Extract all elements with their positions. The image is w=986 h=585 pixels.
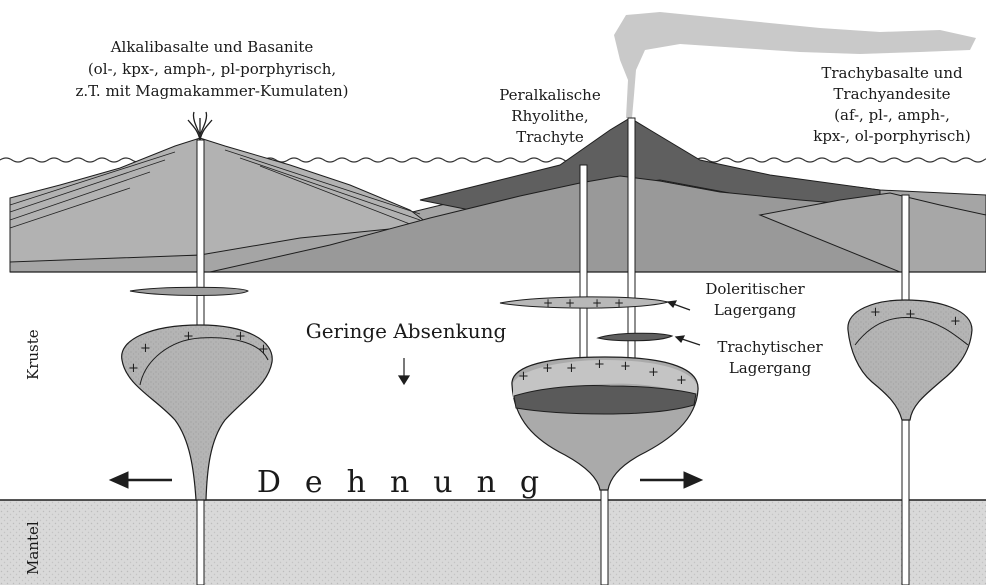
lava-fountain-icon [188, 112, 212, 140]
svg-text:+: + [592, 296, 602, 310]
svg-text:+: + [950, 314, 961, 329]
svg-text:+: + [565, 296, 575, 310]
svg-text:+: + [140, 341, 151, 356]
svg-text:+: + [128, 361, 139, 376]
label-center-volcano-1: Peralkalische [499, 86, 601, 104]
svg-text:+: + [183, 329, 194, 344]
label-right-volcano-2: Trachyandesite [833, 85, 950, 103]
doleritic-sill [500, 297, 668, 308]
svg-text:+: + [566, 361, 577, 376]
label-right-volcano-3: (af-, pl-, amph-, [834, 106, 950, 124]
svg-text:+: + [542, 361, 553, 376]
right-magma-chamber: + + + [848, 300, 972, 420]
label-crust: Kruste [24, 329, 42, 380]
svg-text:+: + [594, 357, 605, 372]
svg-text:+: + [905, 307, 916, 322]
label-trachytic-2: Lagergang [729, 359, 812, 377]
svg-text:+: + [676, 373, 687, 388]
svg-text:+: + [614, 296, 624, 310]
svg-text:+: + [518, 369, 529, 384]
label-left-volcano-2: (ol-, kpx-, amph-, pl-porphyrisch, [88, 60, 336, 78]
svg-text:+: + [543, 296, 553, 310]
label-right-volcano-1: Trachybasalte und [821, 64, 963, 82]
label-doleritic-1: Doleritischer [705, 280, 805, 298]
left-magma-chamber: +++ ++ [122, 325, 273, 500]
extension-arrow-left [110, 472, 172, 488]
trachytic-sill [598, 333, 672, 341]
left-sill [130, 287, 248, 295]
svg-text:+: + [648, 365, 659, 380]
label-mantle: Mantel [24, 521, 42, 575]
mantle-layer [0, 500, 986, 585]
label-left-volcano-1: Alkalibasalte und Basanite [110, 38, 314, 56]
svg-text:+: + [258, 342, 269, 357]
svg-text:+: + [235, 329, 246, 344]
label-center-volcano-3: Trachyte [516, 128, 584, 146]
label-doleritic-2: Lagergang [714, 301, 797, 319]
label-subsidence: Geringe Absenkung [306, 319, 507, 343]
svg-text:+: + [620, 359, 631, 374]
label-right-volcano-4: kpx-, ol-porphyrisch) [813, 127, 971, 145]
svg-text:+: + [870, 305, 881, 320]
label-center-volcano-2: Rhyolithe, [511, 107, 588, 125]
label-trachytic-1: Trachytischer [717, 338, 823, 356]
label-extension: Dehnung [257, 465, 563, 500]
extension-arrow-right [640, 472, 702, 488]
label-left-volcano-3: z.T. mit Magmakammer-Kumulaten) [75, 82, 348, 100]
